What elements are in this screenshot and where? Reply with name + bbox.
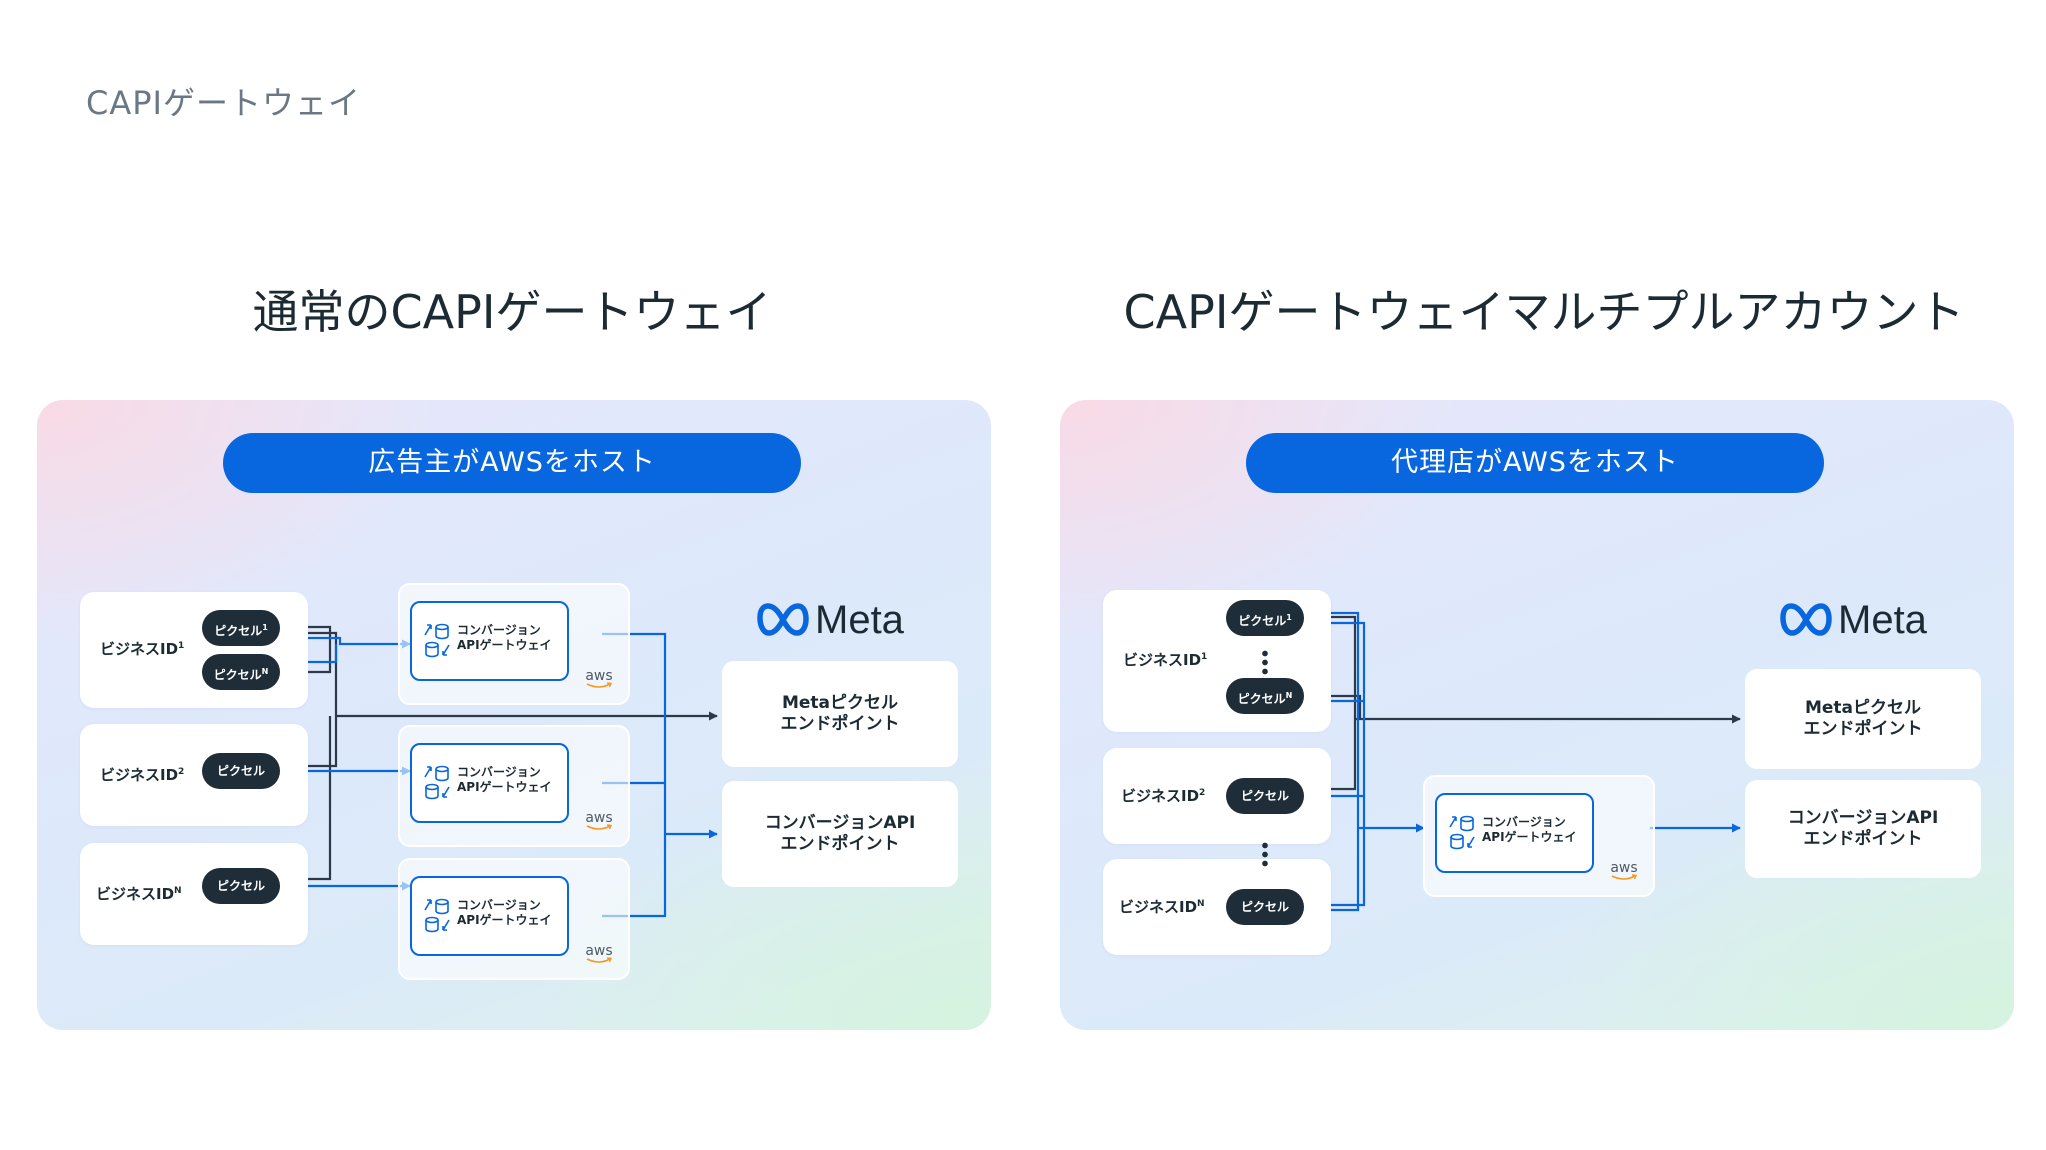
aws-logo-icon: aws <box>584 811 614 833</box>
database-sync-icon <box>1449 815 1475 850</box>
business-box-n: ビジネスIDN <box>1103 859 1331 955</box>
business-label: ビジネスID1 <box>100 640 185 658</box>
business-label: ビジネスID1 <box>1123 651 1208 669</box>
endpoint-conversions-api: コンバージョンAPI エンドポイント <box>722 781 958 887</box>
section-title-standard: 通常のCAPIゲートウェイ <box>252 285 772 339</box>
business-label: ビジネスIDN <box>96 885 182 903</box>
banner-agency-hosts-aws: 代理店がAWSをホスト <box>1246 433 1824 493</box>
endpoint-conversions-api: コンバージョンAPI エンドポイント <box>1745 780 1981 878</box>
pixel-pill: ピクセル1 <box>202 610 280 646</box>
section-title-multi-account: CAPIゲートウェイマルチプルアカウント <box>1123 285 1965 339</box>
pixel-pill: ピクセルN <box>202 654 280 690</box>
vertical-ellipsis-icon <box>1262 841 1268 867</box>
database-sync-icon <box>424 623 450 658</box>
aws-logo-icon: aws <box>584 944 614 966</box>
page-header: CAPIゲートウェイ <box>86 84 361 122</box>
meta-logo: Meta <box>1780 595 1980 645</box>
pixel-pill: ピクセル <box>202 753 280 789</box>
business-box-1: ビジネスID1 <box>80 592 308 708</box>
pixel-pill: ピクセル <box>1226 778 1304 814</box>
business-label: ビジネスID2 <box>1121 787 1206 805</box>
endpoint-meta-pixel: Metaピクセル エンドポイント <box>1745 669 1981 769</box>
multi-account-diagram-panel: 代理店がAWSをホスト ビジネスID1 ビジネスID2 ビジネスIDN ピクセル… <box>1060 400 2014 1030</box>
pixel-pill: ピクセル <box>1226 889 1304 925</box>
business-label: ビジネスIDN <box>1119 898 1205 916</box>
vertical-ellipsis-icon <box>1262 649 1268 675</box>
business-label: ビジネスID2 <box>100 766 185 784</box>
aws-logo-icon: aws <box>1609 861 1639 883</box>
aws-logo-icon: aws <box>584 669 614 691</box>
pixel-pill: ピクセルN <box>1226 678 1304 714</box>
meta-logo-icon <box>1780 603 1832 636</box>
endpoint-meta-pixel: Metaピクセル エンドポイント <box>722 661 958 767</box>
pixel-pill: ピクセル1 <box>1226 600 1304 636</box>
pixel-pill: ピクセル <box>202 868 280 904</box>
database-sync-icon <box>424 765 450 800</box>
meta-logo: Meta <box>757 595 957 645</box>
meta-logo-icon <box>757 603 809 636</box>
standard-diagram-panel: 広告主がAWSをホスト ビジネスID1 ビジネスID2 ビジネスIDN ピクセル… <box>37 400 991 1030</box>
banner-advertiser-hosts-aws: 広告主がAWSをホスト <box>223 433 801 493</box>
database-sync-icon <box>424 898 450 933</box>
